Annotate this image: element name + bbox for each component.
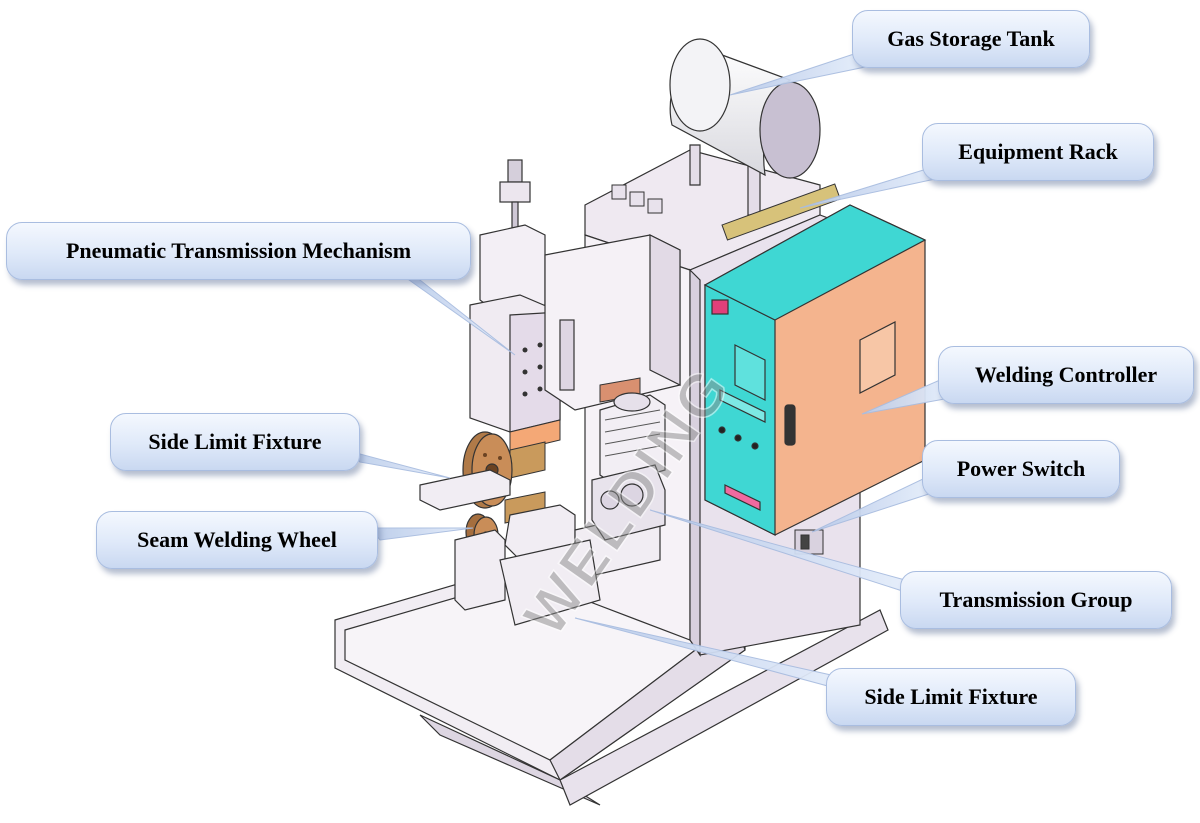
label-side-limit-fixture-bottom-text: Side Limit Fixture	[864, 684, 1038, 709]
gas-tank-device	[669, 38, 821, 216]
label-power-switch: Power Switch	[922, 440, 1120, 498]
motor-transmission	[591, 392, 666, 541]
rack-terminals	[611, 183, 841, 241]
label-gas-storage-tank: Gas Storage Tank	[852, 10, 1090, 68]
label-side-limit-fixture-bottom: Side Limit Fixture	[826, 668, 1076, 726]
label-equipment-rack-text: Equipment Rack	[958, 139, 1118, 164]
label-side-limit-fixture-left: Side Limit Fixture	[110, 413, 360, 471]
label-pneumatic-transmission-mechanism: Pneumatic Transmission Mechanism	[6, 222, 471, 280]
label-power-switch-text: Power Switch	[956, 456, 1086, 481]
label-seam-welding-wheel: Seam Welding Wheel	[96, 511, 378, 569]
callout-pointers	[344, 51, 951, 693]
label-transmission-group: Transmission Group	[900, 571, 1172, 629]
label-gas-storage-tank-text: Gas Storage Tank	[887, 26, 1055, 51]
label-equipment-rack: Equipment Rack	[922, 123, 1154, 181]
label-welding-controller: Welding Controller	[938, 346, 1194, 404]
label-welding-controller-text: Welding Controller	[974, 362, 1158, 387]
label-seam-welding-wheel-text: Seam Welding Wheel	[137, 527, 337, 552]
label-pneumatic-transmission-mechanism-text: Pneumatic Transmission Mechanism	[65, 238, 412, 263]
upper-arm	[544, 234, 681, 411]
label-side-limit-fixture-left-text: Side Limit Fixture	[148, 429, 322, 454]
side-fixtures	[419, 469, 661, 626]
pneumatic-cylinder	[469, 159, 561, 433]
label-transmission-group-text: Transmission Group	[939, 587, 1133, 612]
power-switch-device	[794, 529, 824, 555]
